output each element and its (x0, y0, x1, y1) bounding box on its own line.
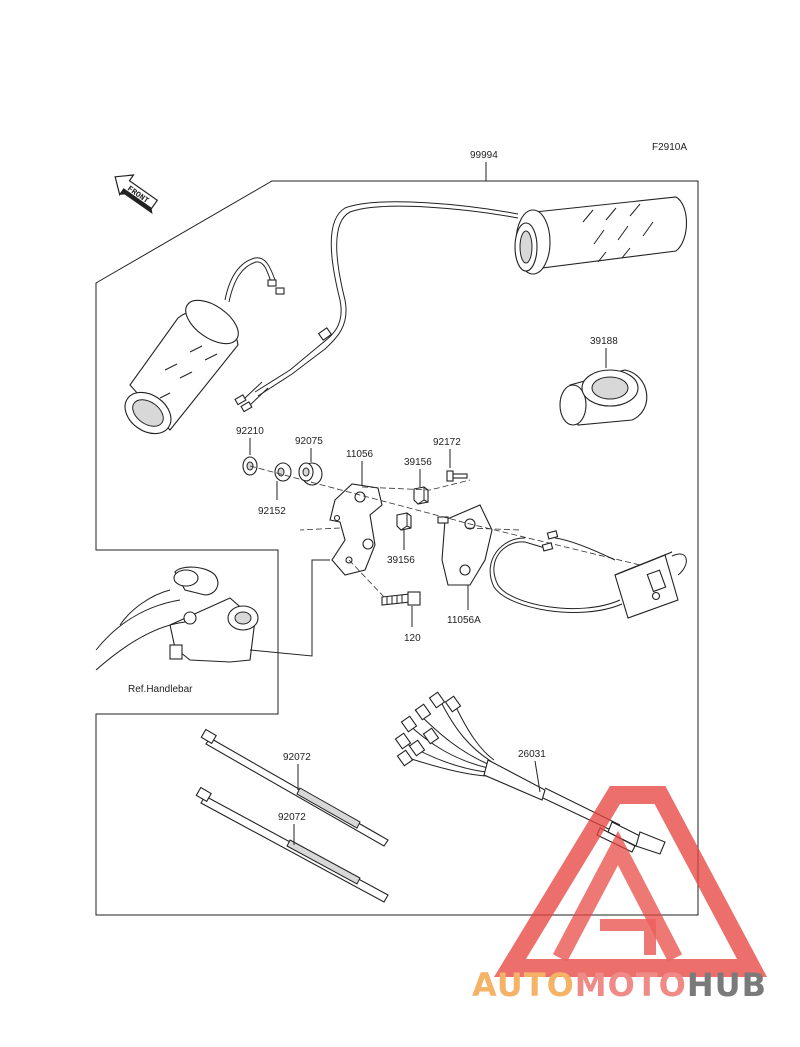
watermark-text: AUTOMOTOHUB (472, 966, 767, 1004)
bolt-120 (381, 591, 421, 606)
right-grip-cable (254, 201, 519, 393)
watermark-logo-icon (494, 786, 767, 977)
label-39188: 39188 (590, 336, 618, 347)
bushing-92075 (298, 462, 323, 486)
cable-clip (317, 327, 333, 341)
heater-switch (614, 551, 687, 619)
label-92072-upper: 92072 (283, 752, 311, 763)
label-92210: 92210 (236, 426, 264, 437)
label-120: 120 (404, 633, 421, 644)
label-92172: 92172 (433, 437, 461, 448)
left-grip-cable (224, 257, 276, 301)
right-grip-cable-outer (257, 205, 519, 397)
ref-leader (249, 559, 330, 657)
wiring-harness-26031 (394, 691, 666, 855)
cable-tie-upper (200, 728, 389, 847)
collar-39188 (559, 369, 648, 426)
switch-cable (493, 541, 621, 610)
label-11056A: 11056A (447, 615, 481, 626)
label-92072-lower: 92072 (278, 812, 306, 823)
bracket-11056A (437, 504, 493, 586)
watermark-moto: MOTO (574, 966, 687, 1004)
left-grip-connector (267, 279, 285, 295)
ref-handlebar-note: Ref.Handlebar (128, 684, 193, 695)
watermark-auto: AUTO (472, 966, 575, 1004)
label-99994: 99994 (470, 150, 498, 161)
watermark-hub: HUB (686, 966, 768, 1004)
bushing-92152 (274, 462, 292, 482)
label-92152: 92152 (258, 506, 286, 517)
pad-39156-top (413, 486, 429, 505)
cable-tie-lower (195, 786, 389, 903)
bracket-11056 (329, 483, 383, 576)
right-grip (514, 196, 687, 275)
label-39156-top: 39156 (404, 457, 432, 468)
left-grip (124, 299, 239, 435)
label-39156-bottom: 39156 (387, 555, 415, 566)
diagram-frame (95, 180, 699, 916)
label-26031: 26031 (518, 749, 546, 760)
label-92075: 92075 (295, 436, 323, 447)
switch-connector (541, 530, 616, 561)
label-11056: 11056 (346, 449, 374, 460)
assembly-line (249, 465, 641, 599)
handlebar-reference (95, 566, 259, 671)
bolt-92172 (446, 470, 468, 482)
front-arrow-icon: FRONT (114, 174, 159, 215)
right-grip-connector (234, 381, 269, 413)
figure-code: F2910A (652, 142, 687, 153)
pad-39156-bottom (396, 512, 412, 531)
